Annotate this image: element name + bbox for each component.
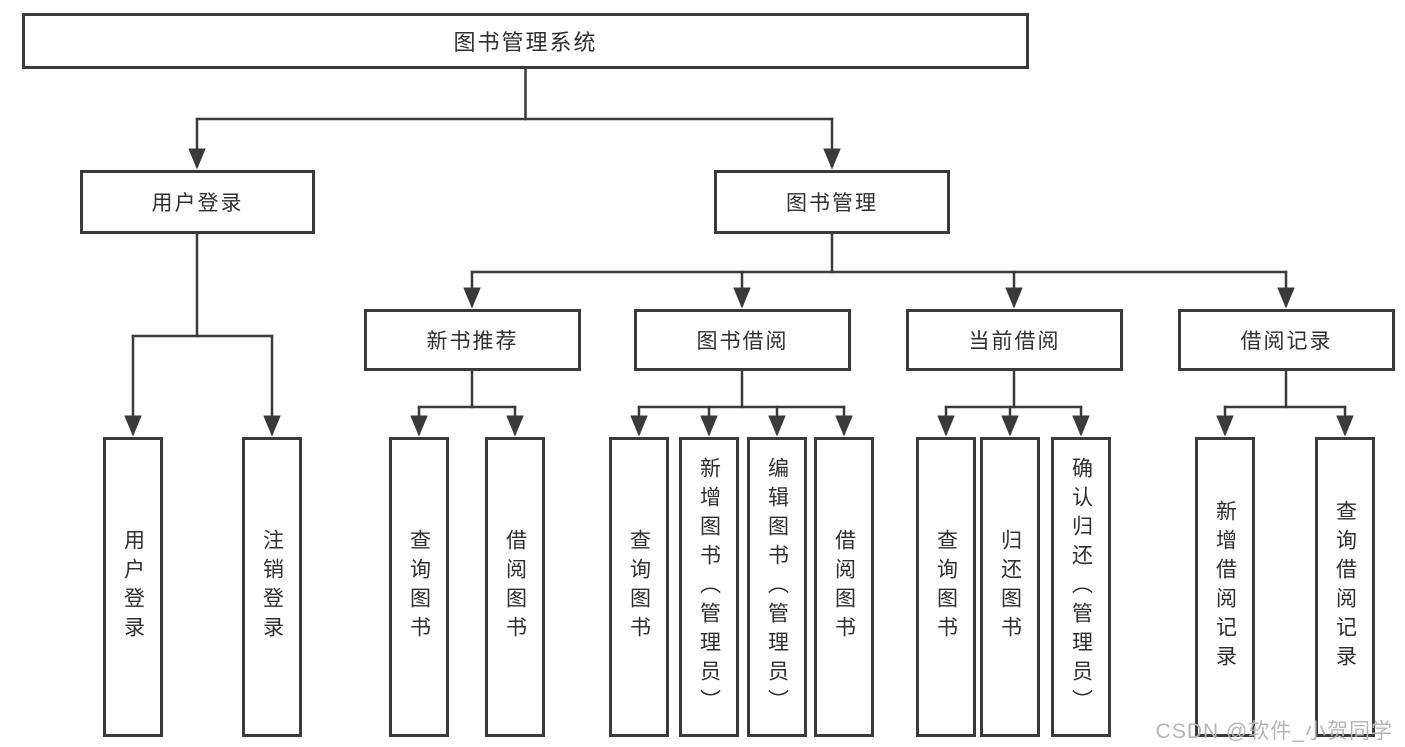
connector-root (188, 67, 841, 170)
leaf-logout: 注销登录 (242, 437, 302, 737)
node-label: 编辑图书（管理员） (765, 456, 789, 718)
connector-book-management (463, 232, 1295, 309)
leaf-borrow-books: 借阅图书 (814, 437, 874, 737)
node-user-login: 用户登录 (80, 170, 315, 234)
node-label: 图书管理 (786, 192, 878, 215)
node-label: 借阅记录 (1240, 330, 1333, 353)
leaf-add-borrow-record: 新增借阅记录 (1195, 437, 1255, 737)
leaf-query-books-borrow: 查询图书 (609, 437, 669, 737)
connector-borrow-records (1216, 369, 1354, 437)
node-current-borrow: 当前借阅 (906, 309, 1123, 371)
leaf-return-book: 归还图书 (980, 437, 1040, 737)
node-label: 新增图书（管理员） (697, 456, 721, 718)
node-label: 查询图书 (407, 529, 431, 645)
node-label: 查询借阅记录 (1333, 500, 1357, 674)
node-label: 查询图书 (934, 529, 958, 645)
node-book-management: 图书管理 (714, 170, 950, 234)
connector-new-book-recommend (410, 369, 524, 437)
node-label: 当前借阅 (968, 330, 1061, 353)
leaf-query-books-recommend: 查询图书 (389, 437, 449, 737)
node-library-management-system: 图书管理系统 (22, 13, 1029, 69)
node-label: 归还图书 (998, 529, 1022, 645)
leaf-query-borrow-record: 查询借阅记录 (1315, 437, 1375, 737)
leaf-edit-book-admin: 编辑图书（管理员） (747, 437, 807, 737)
node-label: 新增借阅记录 (1213, 500, 1237, 674)
connector-current-borrow (937, 369, 1090, 437)
leaf-user-login: 用户登录 (103, 437, 163, 737)
node-label: 借阅图书 (832, 529, 856, 645)
node-label: 用户登录 (121, 529, 145, 645)
connector-book-borrow (630, 369, 853, 437)
node-new-book-recommend: 新书推荐 (364, 309, 581, 371)
leaf-confirm-return-admin: 确认归还（管理员） (1051, 437, 1111, 737)
node-label: 用户登录 (151, 192, 244, 215)
csdn-watermark: CSDN @软件_小贺同学 (1155, 720, 1393, 743)
node-label: 注销登录 (260, 529, 284, 645)
node-borrow-records: 借阅记录 (1178, 309, 1395, 371)
leaf-borrow-books-recommend: 借阅图书 (485, 437, 545, 737)
leaf-query-books-current: 查询图书 (916, 437, 976, 737)
node-book-borrow: 图书借阅 (634, 309, 851, 371)
node-label: 新书推荐 (426, 330, 519, 353)
node-label: 确认归还（管理员） (1069, 456, 1093, 718)
node-label: 图书管理系统 (453, 30, 598, 55)
leaf-add-book-admin: 新增图书（管理员） (679, 437, 739, 737)
node-label: 图书借阅 (696, 330, 789, 353)
node-label: 借阅图书 (503, 529, 527, 645)
connector-user-login (124, 232, 281, 437)
node-label: 查询图书 (627, 529, 651, 645)
